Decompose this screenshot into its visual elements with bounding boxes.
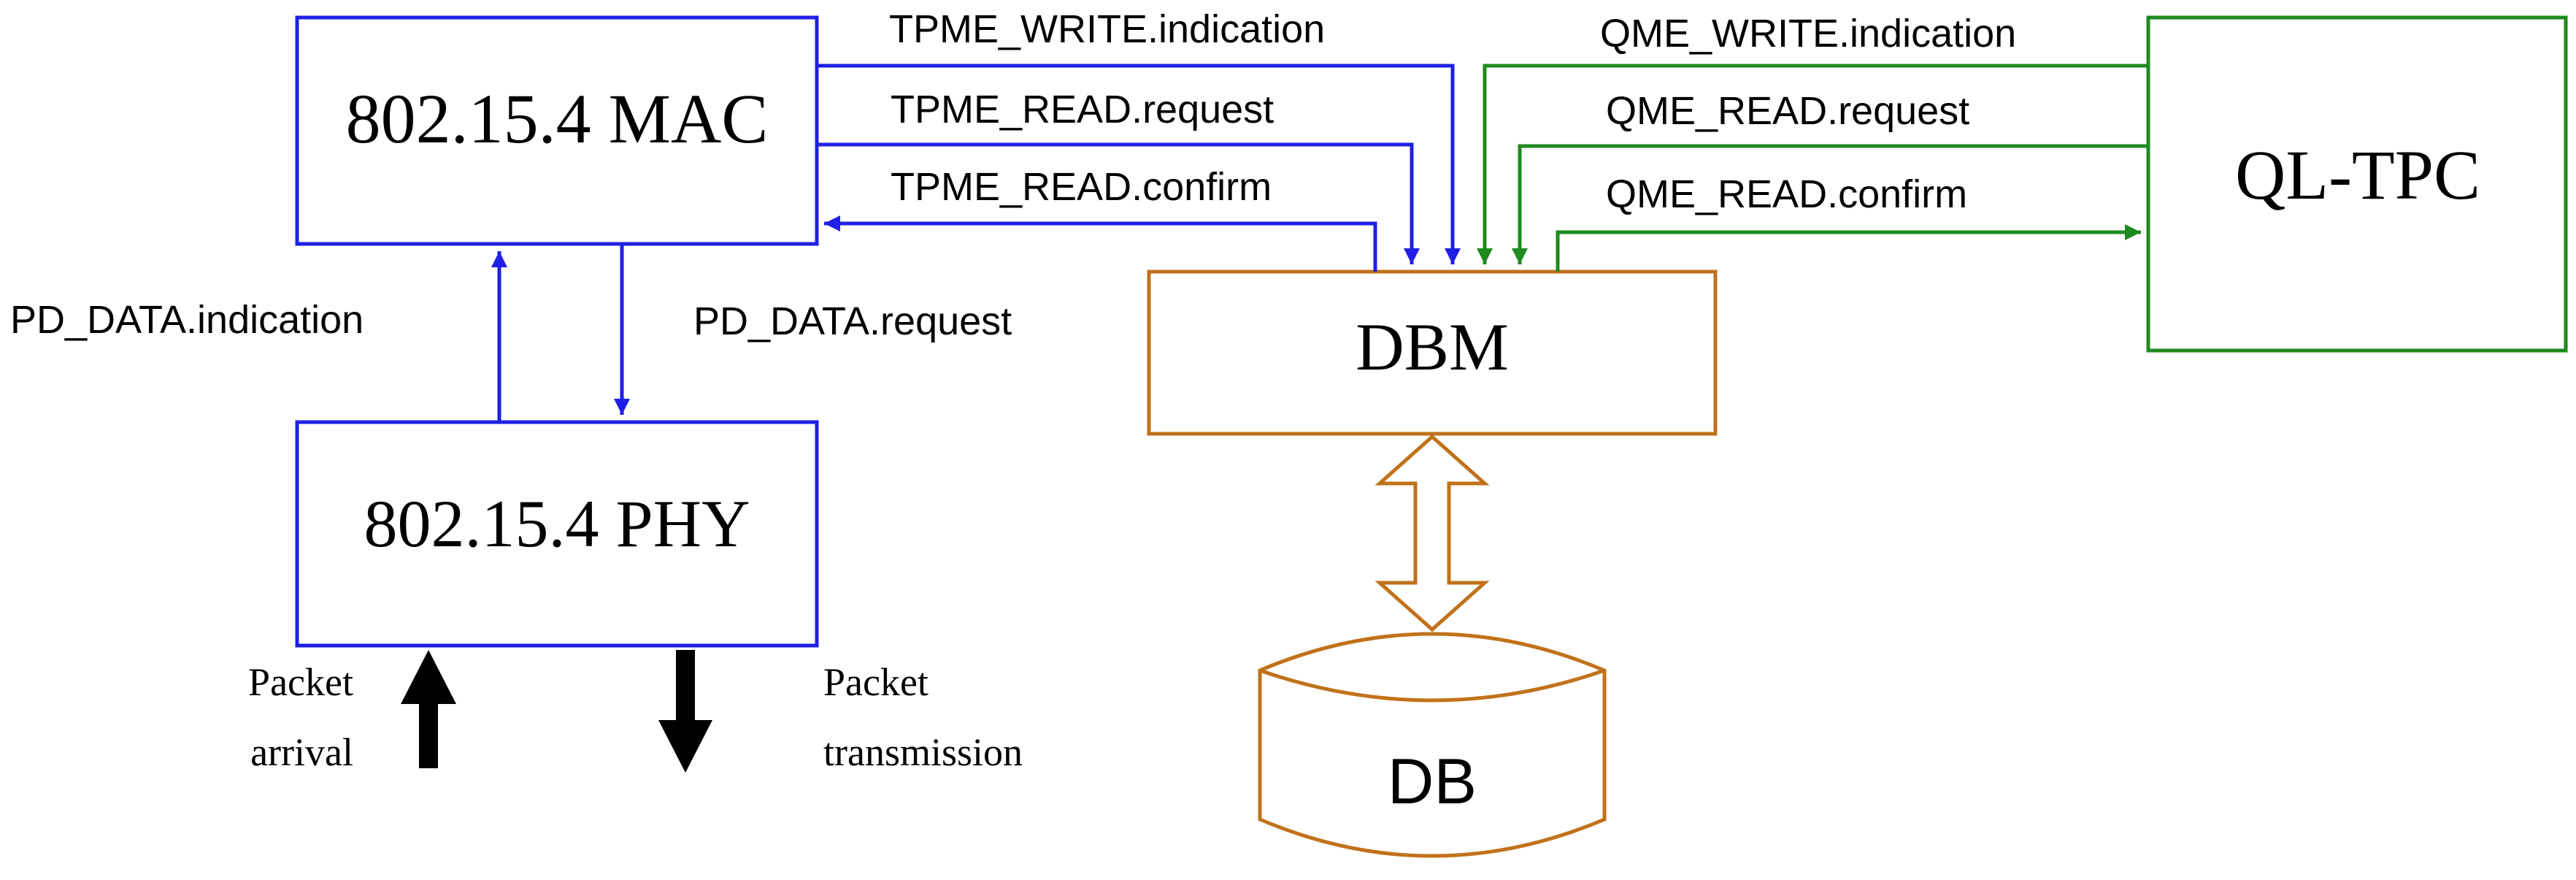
tpme-write-indication-arrow	[817, 64, 1461, 264]
mac-box-label: 802.15.4 MAC	[346, 80, 769, 158]
tpme-read-confirm-arrow	[824, 215, 1377, 272]
mac-box	[295, 15, 819, 246]
qme-read-request-arrow	[1512, 144, 2148, 264]
qme-read-confirm-arrow	[1556, 224, 2141, 272]
db-label: DB	[1388, 745, 1477, 817]
qme-write-indication-label: QME_WRITE.indication	[1600, 12, 2016, 56]
tpme-read-request-arrow	[817, 142, 1420, 264]
qme-read-request-label: QME_READ.request	[1606, 89, 1969, 133]
qltpc-box	[2146, 15, 2568, 353]
phy-box	[295, 420, 819, 648]
packet-transmission-label-line2: transmission	[823, 730, 1023, 774]
phy-box-label: 802.15.4 PHY	[364, 486, 750, 561]
dbm-box-label: DBM	[1356, 310, 1509, 384]
packet-arrival-label-line1: Packet	[248, 660, 353, 704]
db-cylinder-rim	[1259, 668, 1605, 703]
tpme-write-indication-label: TPME_WRITE.indication	[889, 7, 1325, 51]
dbm-db-double-arrow	[1374, 434, 1490, 632]
tpme-read-confirm-label: TPME_READ.confirm	[891, 165, 1272, 209]
qme-read-confirm-label: QME_READ.confirm	[1606, 172, 1967, 216]
pd-data-indication-label: PD_DATA.indication	[10, 298, 364, 342]
db-cylinder	[1258, 632, 1607, 858]
packet-transmission-arrow	[658, 650, 712, 773]
packet-arrival-arrow	[401, 650, 456, 768]
dbm-box	[1147, 269, 1718, 436]
tpme-read-request-label: TPME_READ.request	[891, 88, 1274, 131]
pd-data-request-label: PD_DATA.request	[693, 299, 1012, 343]
packet-arrival-label-line2: arrival	[250, 730, 353, 774]
qltpc-box-label: QL-TPC	[2235, 136, 2480, 214]
packet-transmission-label-line1: Packet	[823, 660, 928, 704]
qme-write-indication-arrow	[1477, 64, 2148, 264]
